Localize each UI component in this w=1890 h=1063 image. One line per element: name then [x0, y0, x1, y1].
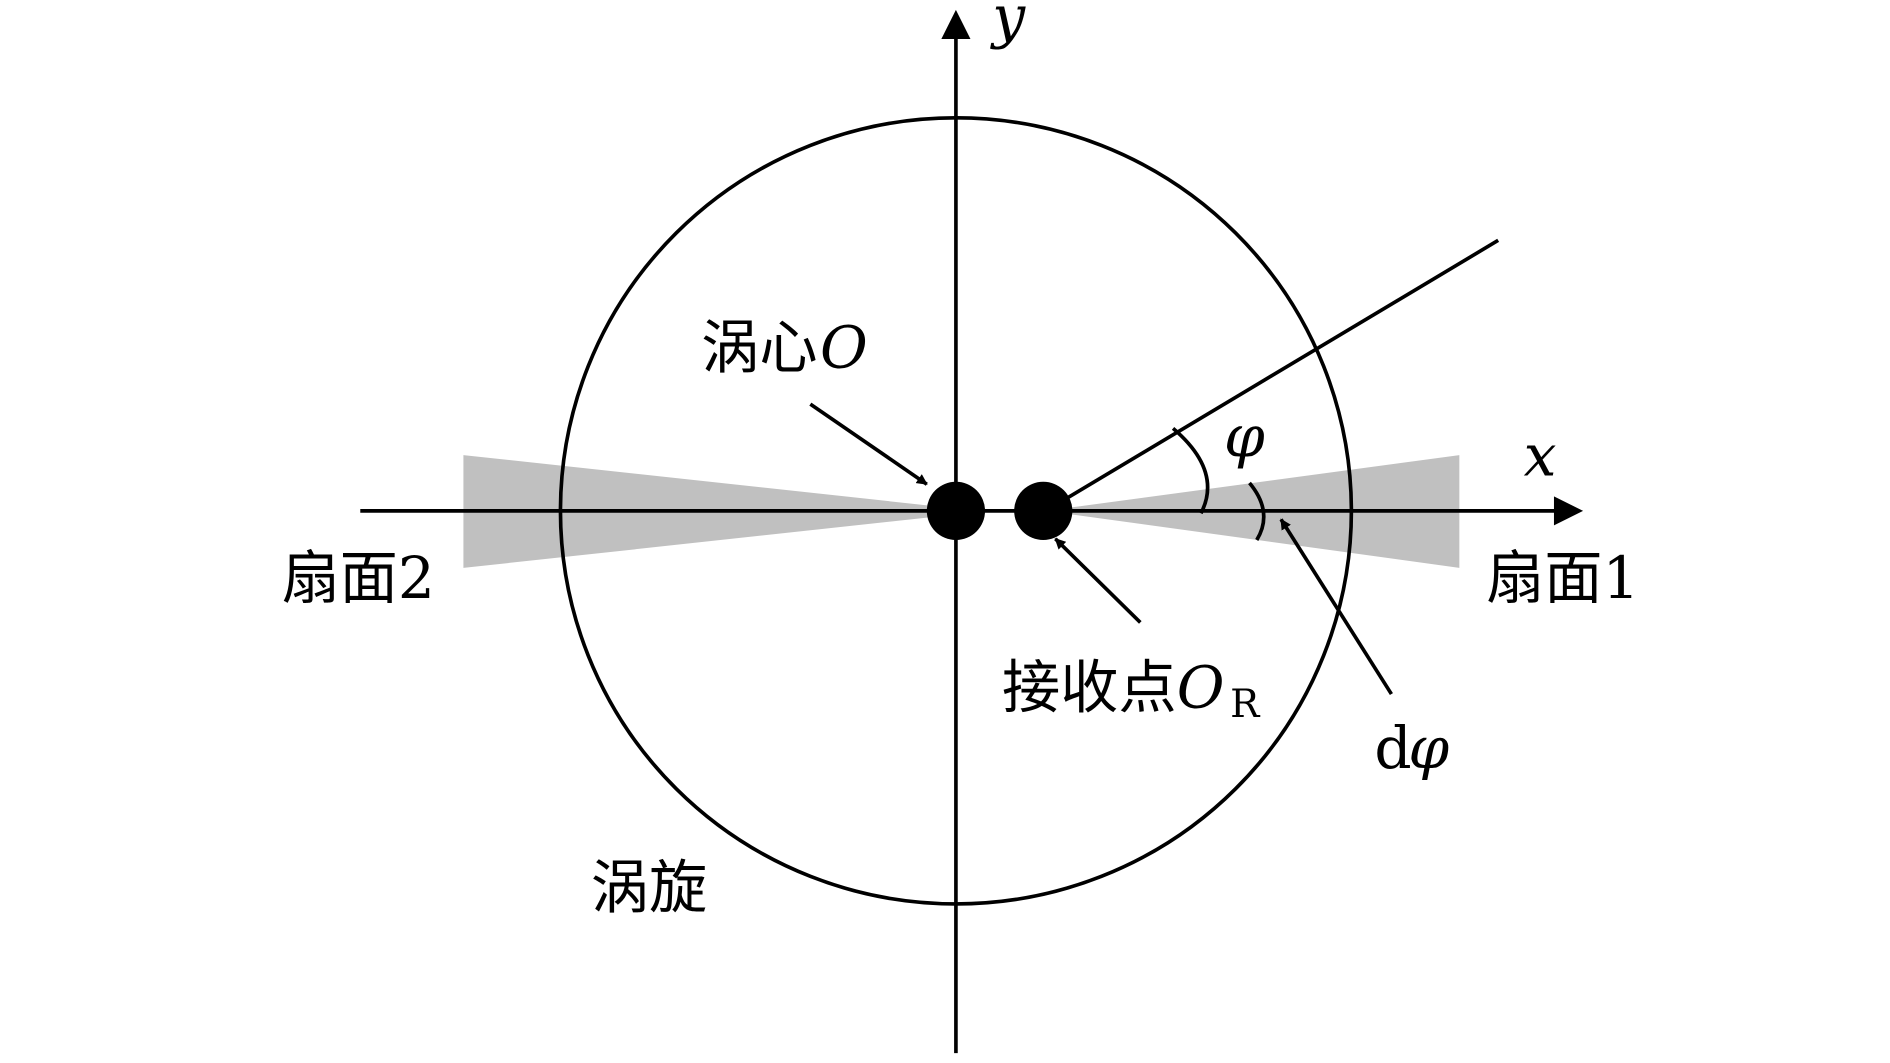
vortex-center-pointer-arrow	[809, 402, 928, 486]
x-axis-arrowhead	[1553, 496, 1584, 526]
receiver-symbol: O	[1177, 653, 1225, 721]
x-axis-label: x	[1524, 422, 1557, 490]
y-axis-arrowhead	[941, 9, 971, 39]
sector-2-label: 扇面2	[281, 544, 434, 612]
dphi-phi-label: φ	[1408, 714, 1449, 782]
receiver-subscript: R	[1230, 682, 1261, 727]
receiver-pointer-arrow	[1054, 537, 1142, 624]
dphi-pointer-arrow	[1279, 518, 1393, 696]
y-axis-label: y	[989, 0, 1026, 51]
vortex-center-label: 涡心	[701, 314, 817, 382]
sector-1-label: 扇面1	[1486, 544, 1639, 612]
vortex-center-symbol: O	[820, 314, 868, 382]
receiver-point-label: 接收点	[1002, 653, 1177, 721]
receiver-point	[1014, 481, 1073, 540]
dphi-d-label: d	[1374, 714, 1411, 782]
phi-label: φ	[1224, 402, 1265, 470]
vortex-label: 涡旋	[591, 854, 707, 922]
dphi-angle-arc	[1248, 481, 1266, 541]
phi-angle-arc	[1171, 427, 1210, 515]
vortex-center-point	[926, 481, 986, 540]
angle-ray	[1044, 238, 1500, 513]
